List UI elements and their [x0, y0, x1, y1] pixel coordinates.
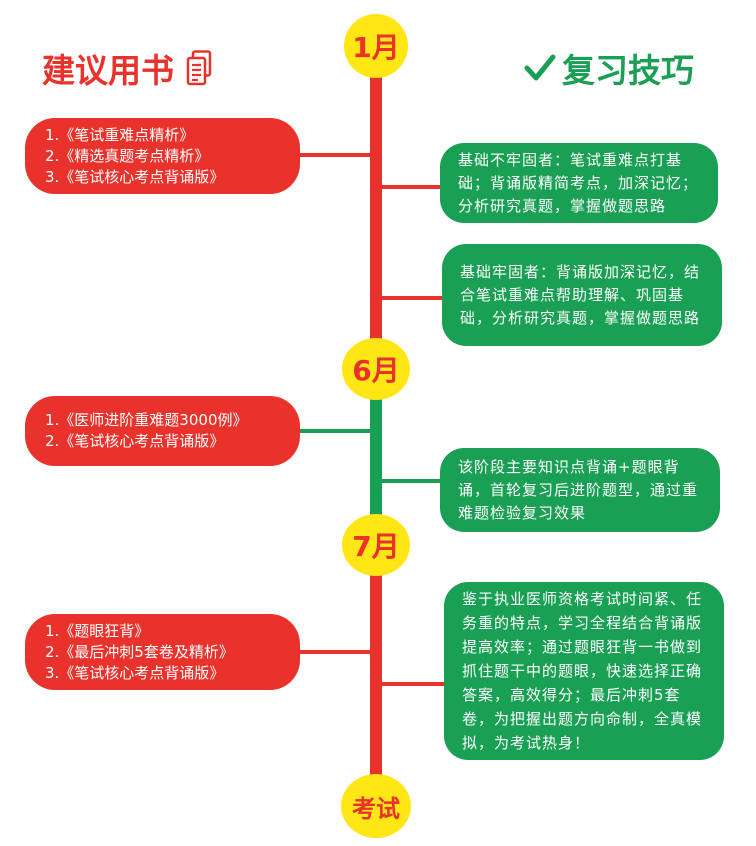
- recommended-books-title: 建议用书: [42, 51, 174, 90]
- milestone-january: 1月: [344, 14, 408, 78]
- connector-tip-stage1a: [376, 185, 442, 189]
- connector-books-stage3: [300, 650, 376, 654]
- book-item: 1.《题眼狂背》: [45, 621, 150, 640]
- tip-box-stage2: 该阶段主要知识点背诵+题眼背诵，首轮复习后进阶题型，通过重难题检验复习效果: [440, 448, 720, 532]
- tip-box-stage1b: 基础牢固者：背诵版加深记忆，结合笔试重难点帮助理解、巩固基础，分析研究真题，掌握…: [442, 244, 722, 346]
- connector-tip-stage2: [376, 479, 442, 483]
- recommended-books-header: 建议用书: [42, 46, 212, 90]
- books-box-stage3: 1.《题眼狂背》 2.《最后冲刺5套卷及精析》 3.《笔试核心考点背诵版》: [25, 614, 300, 690]
- connector-tip-stage1b: [376, 296, 442, 300]
- timeline-segment-green: [370, 370, 382, 540]
- review-tips-title: 复习技巧: [562, 51, 694, 90]
- book-item: 2.《笔试核心考点背诵版》: [45, 432, 225, 450]
- check-icon: [524, 52, 556, 84]
- book-item: 2.《最后冲刺5套卷及精析》: [45, 642, 234, 661]
- tip-box-stage3: 鉴于执业医师资格考试时间紧、任务重的特点，学习全程结合背诵版提高效率；通过题眼狂…: [444, 582, 724, 760]
- review-tips-header: 复习技巧: [524, 46, 694, 90]
- timeline-segment-red-1: [370, 70, 382, 370]
- books-box-stage1: 1.《笔试重难点精析》 2.《精选真题考点精析》 3.《笔试核心考点背诵版》: [25, 118, 300, 194]
- document-icon: [186, 50, 212, 86]
- milestone-july: 7月: [342, 514, 410, 576]
- book-item: 1.《笔试重难点精析》: [45, 125, 195, 144]
- connector-tip-stage3: [376, 682, 446, 686]
- milestone-june: 6月: [342, 338, 410, 400]
- book-item: 2.《精选真题考点精析》: [45, 146, 210, 165]
- tip-box-stage1a: 基础不牢固者：笔试重难点打基础；背诵版精简考点，加深记忆；分析研究真题，掌握做题…: [440, 143, 718, 223]
- timeline-segment-red-2: [370, 540, 382, 800]
- tip-text: 该阶段主要知识点背诵+题眼背诵，首轮复习后进阶题型，通过重难题检验复习效果: [458, 457, 699, 522]
- tip-text: 基础牢固者：背诵版加深记忆，结合笔试重难点帮助理解、巩固基础，分析研究真题，掌握…: [460, 262, 701, 327]
- book-item: 3.《笔试核心考点背诵版》: [45, 167, 225, 186]
- book-item: 3.《笔试核心考点背诵版》: [45, 663, 225, 682]
- connector-books-stage1: [300, 153, 376, 157]
- connector-books-stage2: [300, 429, 376, 433]
- book-item: 1.《医师进阶重难题3000例》: [45, 411, 248, 429]
- books-box-stage2: 1.《医师进阶重难题3000例》 2.《笔试核心考点背诵版》: [25, 396, 300, 466]
- tip-text: 基础不牢固者：笔试重难点打基础；背诵版精简考点，加深记忆；分析研究真题，掌握做题…: [458, 150, 699, 215]
- milestone-exam: 考试: [341, 774, 411, 838]
- tip-text: 鉴于执业医师资格考试时间紧、任务重的特点，学习全程结合背诵版提高效率；通过题眼狂…: [462, 590, 703, 752]
